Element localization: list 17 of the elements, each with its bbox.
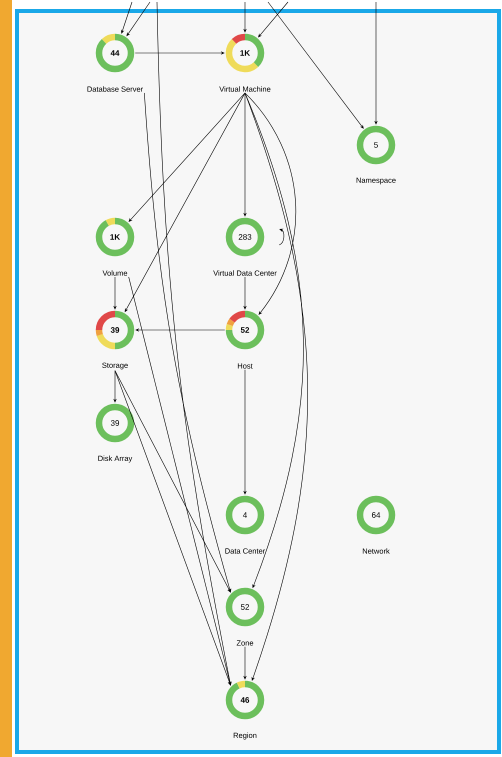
arrow [244,92,308,681]
donut-chart: 52 [226,310,264,350]
arrow [128,92,246,222]
arrow [244,92,296,315]
donut-chart: 44 [96,34,134,72]
donut-chart: 283 [226,218,264,256]
donut-chart: 4 [226,496,264,534]
donut-chart: 39 [96,310,134,350]
arrow [268,2,364,129]
donut-chart: 1K [226,34,264,72]
donut-chart: 64 [356,496,396,534]
donut-chart: 39 [96,404,134,442]
self-loop-arrow [278,228,284,246]
donut-chart: 1K [96,218,134,256]
donut-chart: 5 [356,126,396,164]
donut-chart: 46 [226,680,264,720]
donut-chart: 52 [226,588,264,626]
